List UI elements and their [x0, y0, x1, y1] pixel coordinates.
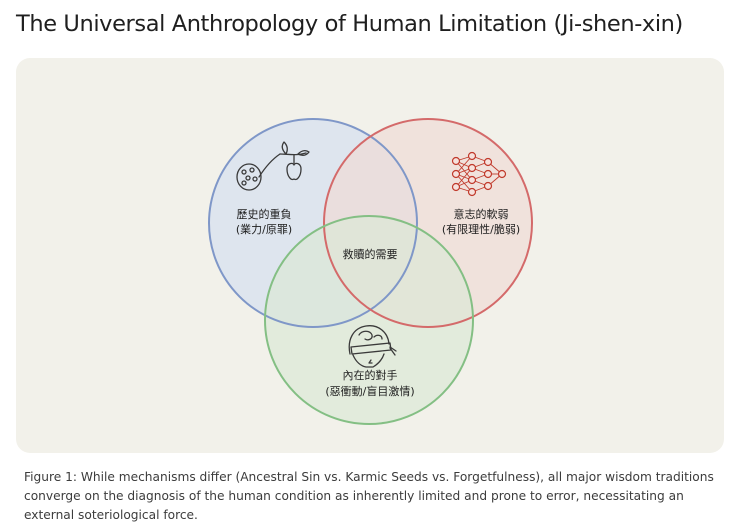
figure-panel: 歷史的重負 (業力/原罪) 意志的軟弱 (有限理性/脆弱) 救贖的需要 內在的對…	[16, 58, 724, 453]
circle-xin-label-line1: 內在的對手	[343, 368, 398, 382]
circle-xin-outline	[264, 215, 474, 425]
circle-shen-label-line2: (有限理性/脆弱)	[442, 222, 520, 236]
lotus-seed-pod-apple-icon	[236, 141, 310, 191]
blindfolded-head-icon	[348, 325, 397, 368]
circle-ji-label-line1: 歷史的重負	[237, 207, 292, 221]
figure-caption: Figure 1: While mechanisms differ (Ances…	[24, 470, 714, 522]
page-title: The Universal Anthropology of Human Limi…	[16, 11, 683, 37]
circle-xin-label-line2: (惡衝動/盲目激情)	[325, 384, 414, 398]
venn-diagram: 歷史的重負 (業力/原罪) 意志的軟弱 (有限理性/脆弱) 救贖的需要 內在的對…	[208, 118, 533, 425]
circle-ji-label-line2: (業力/原罪)	[236, 223, 292, 236]
circle-shen-outline	[323, 118, 533, 328]
circle-xin	[265, 216, 473, 424]
circle-shen-label-line1: 意志的軟弱	[454, 207, 509, 221]
center-label: 救贖的需要	[343, 247, 398, 261]
neural-network-icon	[451, 151, 507, 197]
circle-ji-outline	[208, 118, 418, 328]
